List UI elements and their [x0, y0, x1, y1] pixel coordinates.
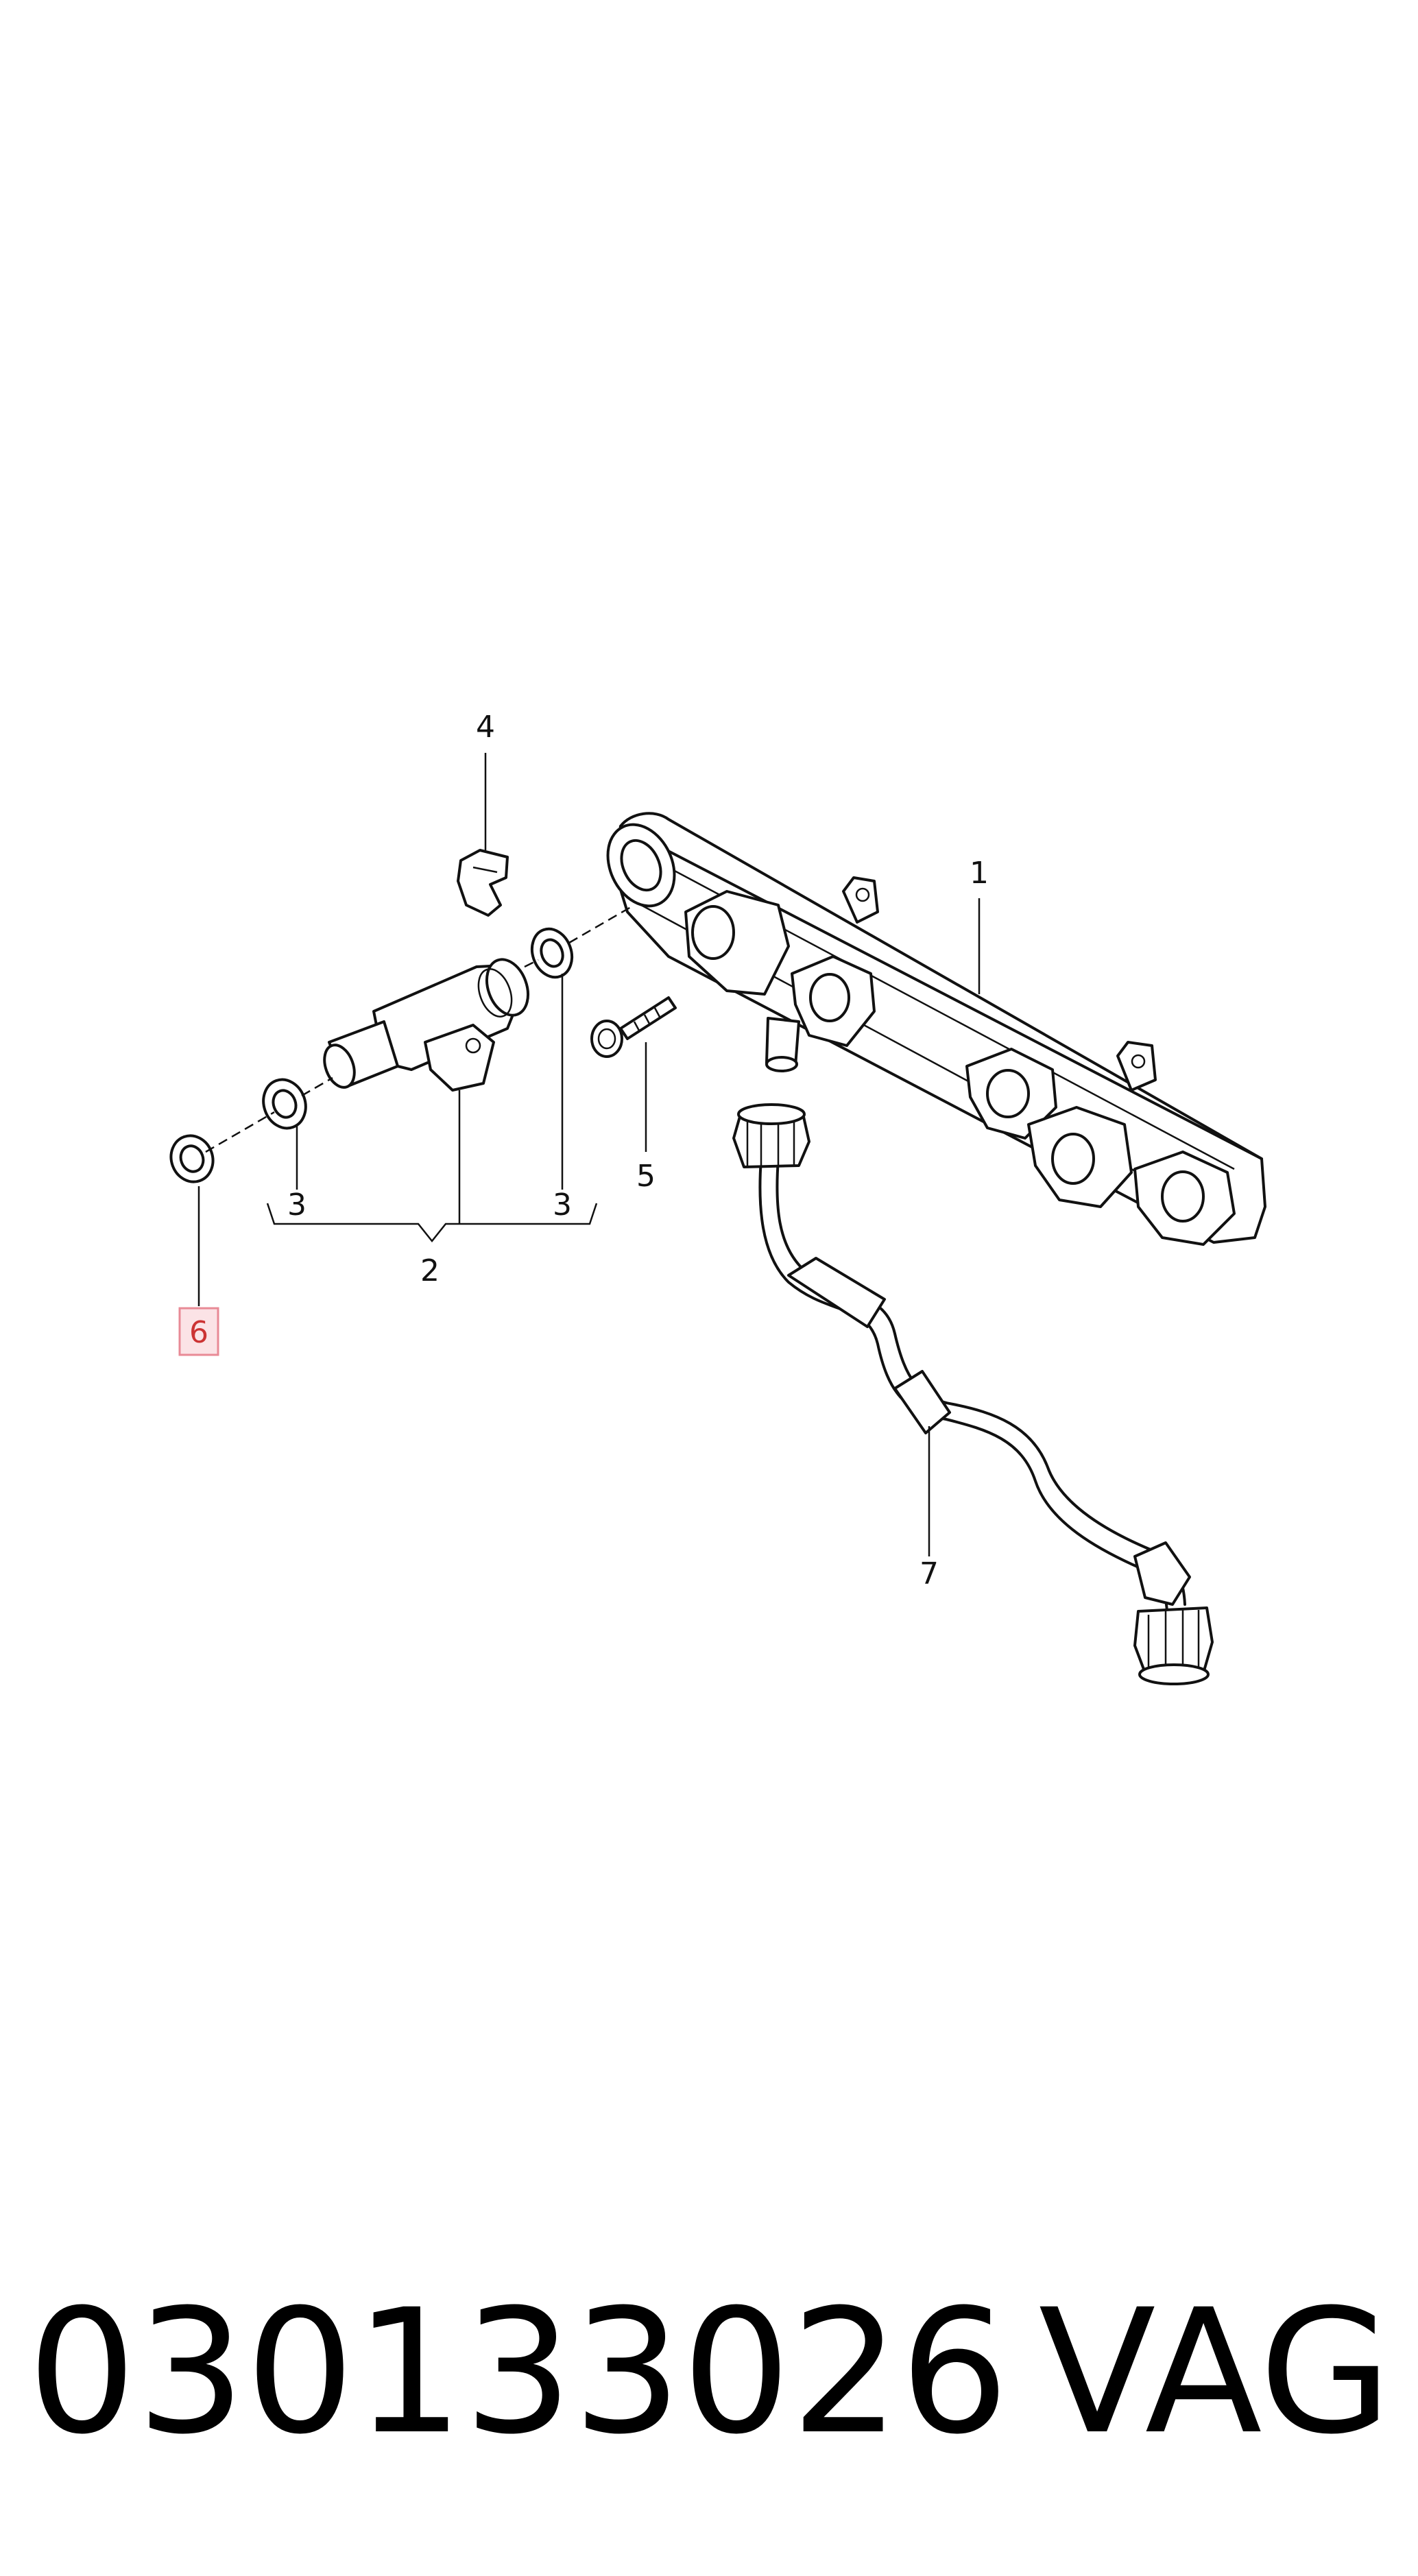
callout-4: 4	[476, 710, 495, 745]
clip-part-4	[457, 849, 509, 917]
callout-5: 5	[636, 1159, 656, 1194]
callout-7: 7	[920, 1556, 939, 1591]
callout-6: 6	[189, 1315, 208, 1350]
callout-3-left: 3	[287, 1188, 307, 1223]
bolt-part-5	[590, 996, 677, 1058]
callout-2: 2	[420, 1253, 440, 1288]
injector-part-2	[323, 958, 529, 1092]
assembly-axis	[205, 904, 635, 1153]
o-ring-part-3	[262, 927, 574, 1130]
seal-part-6	[169, 1134, 215, 1183]
fuel-line-part-7	[732, 1103, 1214, 1685]
leader-lines	[197, 753, 981, 1556]
callout-6-highlight	[178, 1307, 219, 1356]
part-number: 030133026	[27, 2272, 1009, 2472]
fuel-rail-part-1	[606, 812, 1266, 1246]
brand: VAG	[1038, 2272, 1392, 2472]
callout-3-right: 3	[553, 1188, 572, 1223]
callout-1: 1	[970, 856, 989, 891]
footer: 030133026 VAG	[27, 2263, 1392, 2482]
